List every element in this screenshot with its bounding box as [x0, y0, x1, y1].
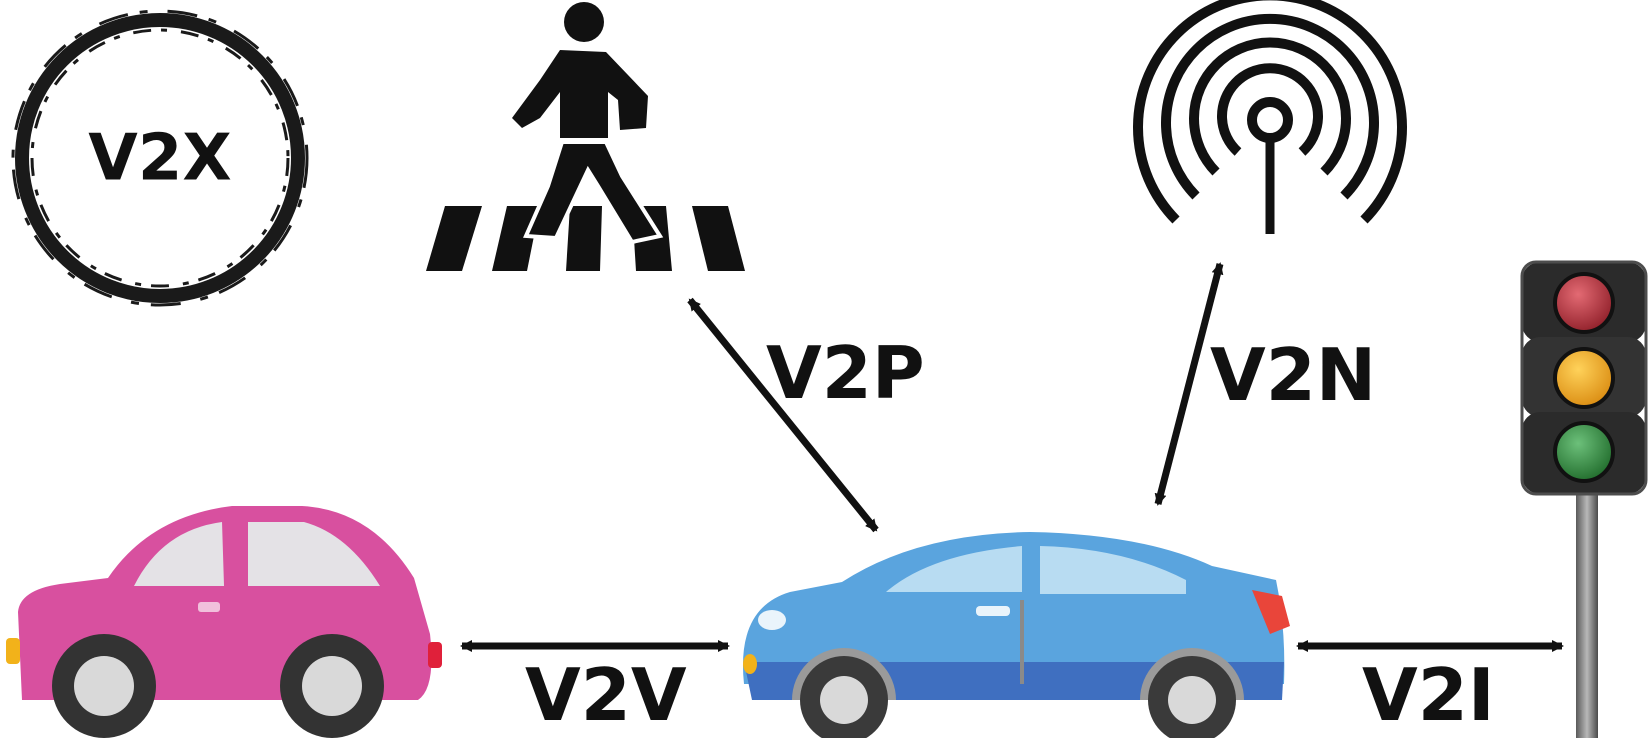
- brush-ring: [15, 13, 305, 303]
- crosswalk-stripes: [426, 206, 745, 271]
- label-v2n: V2N: [1210, 333, 1376, 417]
- v2x-badge: V2X: [11, 9, 309, 307]
- brush-ring-outer: [11, 9, 309, 307]
- network-antenna-icon: [1133, 0, 1407, 234]
- arrow-v2p: [687, 297, 879, 533]
- pedestrian-figure: [512, 2, 664, 245]
- label-v2v: V2V: [525, 653, 687, 737]
- blue-car-icon: [742, 532, 1290, 738]
- link-arrows: [460, 262, 1564, 652]
- traffic-light-green: [1553, 421, 1615, 483]
- traffic-light-red: [1553, 272, 1615, 334]
- label-v2i: V2I: [1362, 653, 1495, 737]
- label-v2p: V2P: [766, 331, 925, 415]
- traffic-light-pole: [1576, 490, 1598, 738]
- traffic-light-amber: [1553, 347, 1615, 409]
- pedestrian-crossing-icon: [426, 2, 745, 271]
- brush-ring-inner: [30, 28, 290, 288]
- diagram-title: V2X: [88, 122, 231, 196]
- pink-car-icon: [6, 506, 442, 738]
- arrow-v2n: [1154, 262, 1224, 506]
- traffic-light-icon: [1520, 260, 1648, 738]
